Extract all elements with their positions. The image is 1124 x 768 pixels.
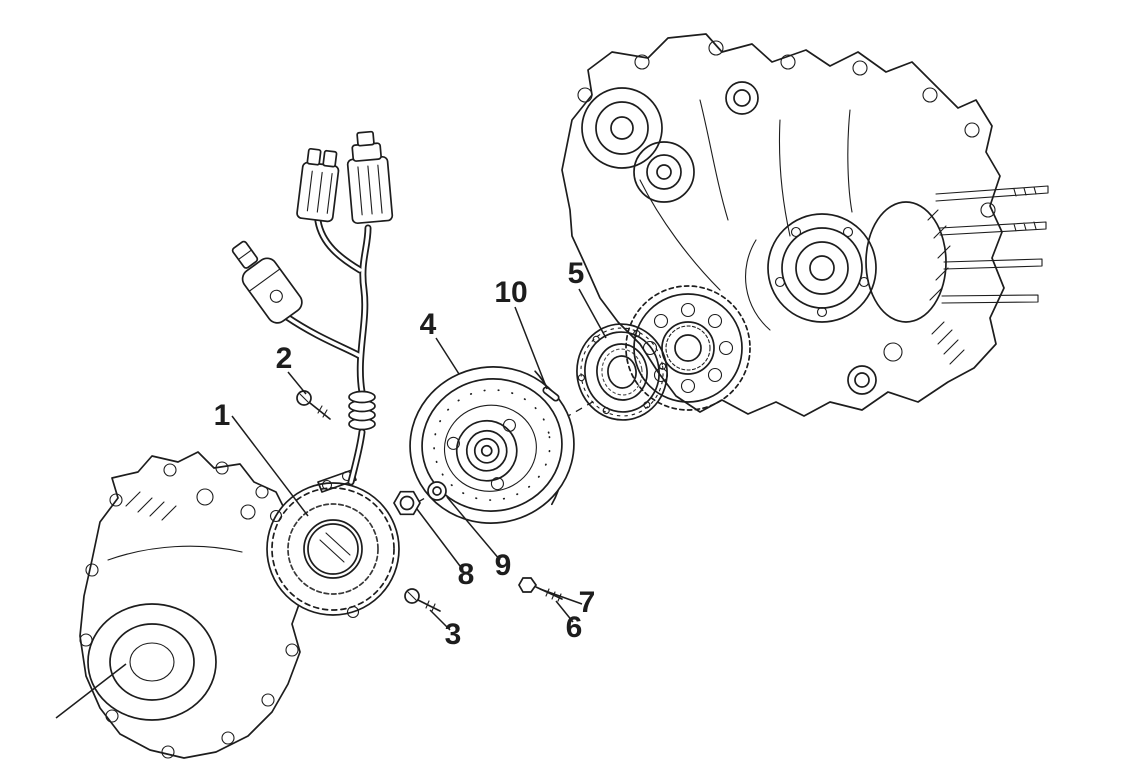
spark-plug-cap [231,240,303,324]
callout-6: 6 [566,611,583,644]
crankcase-studs [935,185,1049,304]
screw-2-drawing [296,390,331,420]
callout-8: 8 [458,558,475,591]
screw-3-drawing [404,588,441,612]
callout-1: 1 [214,399,231,432]
callout-2: 2 [276,342,293,375]
connector-plug-left [296,147,340,223]
callout-7: 7 [579,586,596,619]
wiring-harness-drawing [231,130,394,486]
crankcase-cover-drawing [55,451,303,759]
leader-lines [231,288,607,631]
washer-drawing [427,481,447,501]
crankcase-right-drawing [561,33,1049,417]
clutch-ring-drawing [576,323,668,421]
nut-drawing [393,490,421,516]
connector-plug-right [346,130,394,225]
callout-4: 4 [420,308,437,341]
callout-10: 10 [494,276,527,309]
drive-gear-drawing [625,285,751,411]
callout-9: 9 [495,549,512,582]
callout-3: 3 [445,618,462,651]
stator-drawing [266,469,400,619]
callout-numbers: 1 2 3 4 5 6 7 8 9 10 [214,257,596,651]
cable-wrap [348,390,376,431]
callout-5: 5 [568,257,585,290]
flywheel-drawing [409,366,575,524]
key-pin-drawing [542,386,560,402]
